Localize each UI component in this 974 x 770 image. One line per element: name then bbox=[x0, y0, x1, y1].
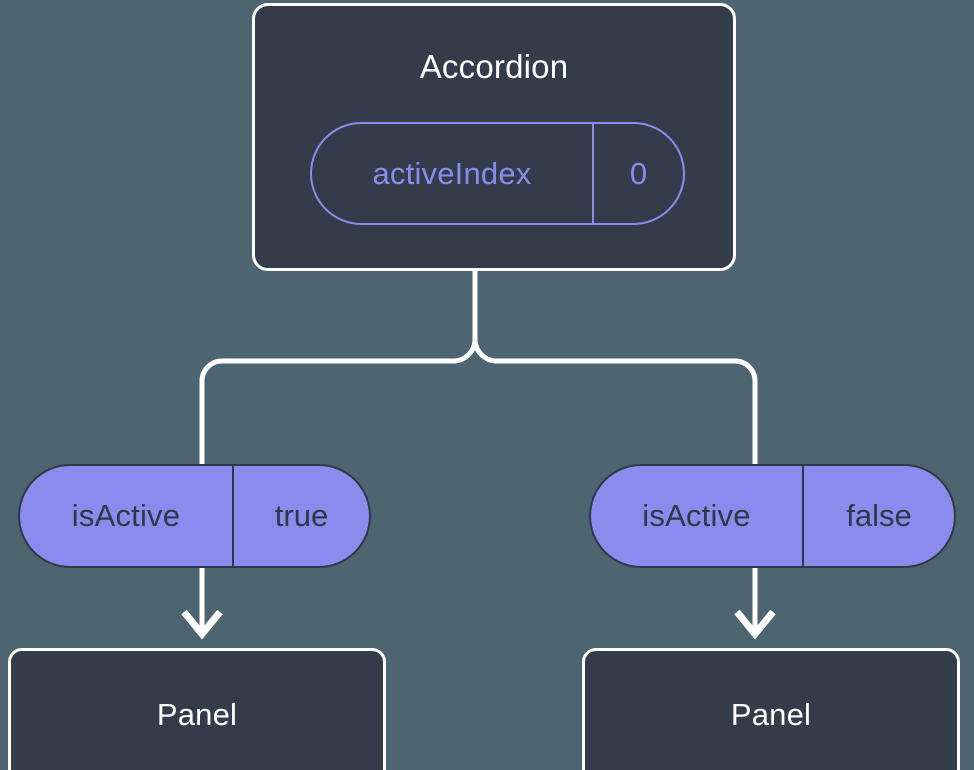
panel-card-left[interactable]: Panel bbox=[8, 648, 386, 770]
panel-card-right[interactable]: Panel bbox=[582, 648, 960, 770]
accordion-prop-pill[interactable]: activeIndex 0 bbox=[310, 122, 685, 225]
child-prop-key-right: isActive bbox=[591, 466, 804, 566]
panel-label-right: Panel bbox=[730, 697, 812, 732]
child-prop-key-left: isActive bbox=[20, 466, 234, 566]
panel-label-left: Panel bbox=[156, 697, 238, 732]
child-prop-pill-left[interactable]: isActive true bbox=[18, 464, 371, 568]
arrow-down-icon-left bbox=[181, 566, 223, 640]
accordion-title: Accordion bbox=[419, 48, 569, 85]
child-prop-pill-right[interactable]: isActive false bbox=[589, 464, 956, 568]
accordion-component-card[interactable]: Accordion activeIndex 0 bbox=[252, 3, 736, 271]
child-prop-value-right: false bbox=[846, 498, 912, 533]
arrow-down-icon-right bbox=[734, 566, 776, 640]
accordion-prop-key: activeIndex bbox=[312, 124, 594, 223]
child-prop-value-left: true bbox=[274, 498, 329, 533]
accordion-prop-value: 0 bbox=[629, 155, 648, 191]
